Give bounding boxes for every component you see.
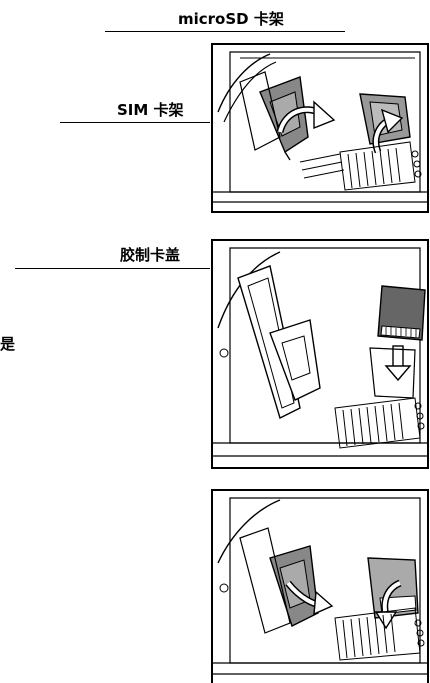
contact-grille [339, 141, 416, 191]
microsd-holder-label: microSD 卡架 [178, 10, 284, 28]
rubber-cover-leader-line [15, 268, 215, 269]
sim-arrow-icon [276, 100, 336, 134]
down-arrow-icon [384, 345, 412, 382]
rubber-cover-shape [237, 265, 301, 419]
panel-open-holders-illustration [211, 43, 429, 213]
panel-insert-card [210, 238, 430, 470]
panel-open-holders [210, 42, 430, 214]
edge-text-fragment: 是 [0, 335, 16, 353]
rubber-cover-label: 胶制卡盖 [120, 246, 181, 264]
panel-insert-card-illustration [211, 239, 429, 469]
sim-holder-shape [239, 71, 309, 161]
sim-holder-shape-2 [269, 319, 321, 401]
microsd-leader-line [105, 31, 345, 32]
microsd-arrow-icon [372, 108, 404, 154]
panel-close-holders [210, 488, 430, 683]
sim-holder-label: SIM 卡架 [117, 101, 184, 119]
contact-grille-3 [334, 607, 421, 661]
contact-grille-2 [334, 397, 421, 449]
sim-close-arrow-icon [285, 580, 334, 616]
panel-close-holders-illustration [211, 489, 429, 683]
sim-leader-line [60, 122, 210, 123]
microsd-card-shape [377, 285, 426, 341]
